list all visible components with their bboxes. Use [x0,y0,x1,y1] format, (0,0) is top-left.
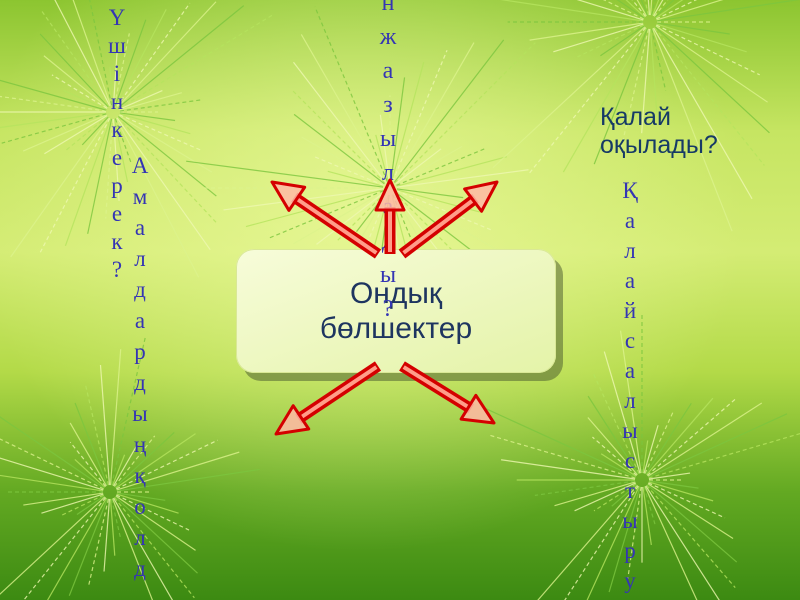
vertical-letter: ? [111,257,123,282]
vertical-letter: л [134,525,146,550]
vertical-letter: а [624,268,636,293]
vertical-letter: а [134,215,146,240]
vertical-letter: й [623,298,637,323]
vertical-letter: і [113,61,121,86]
vertical-letter: ы [379,126,397,152]
vertical-letter: ш [108,33,126,58]
vertical-letter: ? [382,296,394,322]
vertical-letter: з [383,92,393,118]
vertical-letter: ы [132,401,148,426]
vertical-letter: н [110,89,124,114]
vertical-letter: Ү [108,5,126,30]
vertical-letter: м [132,184,148,209]
vertical-letter: л [624,388,636,413]
vertical-letter: а [624,358,636,383]
vertical-letter: а [382,58,394,84]
vertical-letter: у [624,568,636,593]
vertical-letter: л [134,246,146,271]
vertical-letter: А [131,153,149,178]
vertical-letter: д [134,277,146,302]
vertical-letter: р [111,173,123,198]
vertical-letter: с [624,328,636,353]
vertical-letter: ы [379,262,397,288]
label-how-read-line-2: оқылады? [600,131,718,159]
vertical-letter: л [624,238,636,263]
vertical-letter: ы [622,418,638,443]
title-line-1: Ондық [349,276,443,310]
vertical-letter: с [624,448,636,473]
vertical-letter: қ [134,463,146,488]
vertical-letter: т [624,478,636,503]
vertical-letter: Қ [622,178,638,203]
vertical-letter: н [381,0,395,16]
vertical-letter: е [111,201,123,226]
vertical-letter: а [624,208,636,233]
vertical-letter: ң [133,432,147,457]
vertical-letter: к [111,117,123,142]
vertical-letter: ы [622,508,638,533]
vertical-letter: р [624,538,636,563]
vertical-letter: о [134,494,146,519]
vertical-letter: д [134,556,146,581]
vertical-letter: к [111,229,123,254]
vertical-letter: е [111,145,123,170]
label-how-read-line-1: Қалай [600,103,671,131]
vertical-letter: д [134,370,146,395]
vertical-letter: а [134,308,146,333]
vertical-letter: ж [379,24,397,50]
title-line-2: бөлшектер [319,312,473,345]
label-how-read: Қалай оқылады? [600,103,718,159]
title-box: Ондық бөлшектер [236,249,556,373]
vertical-letter: р [134,339,146,364]
vertical-letter: л [382,160,394,186]
